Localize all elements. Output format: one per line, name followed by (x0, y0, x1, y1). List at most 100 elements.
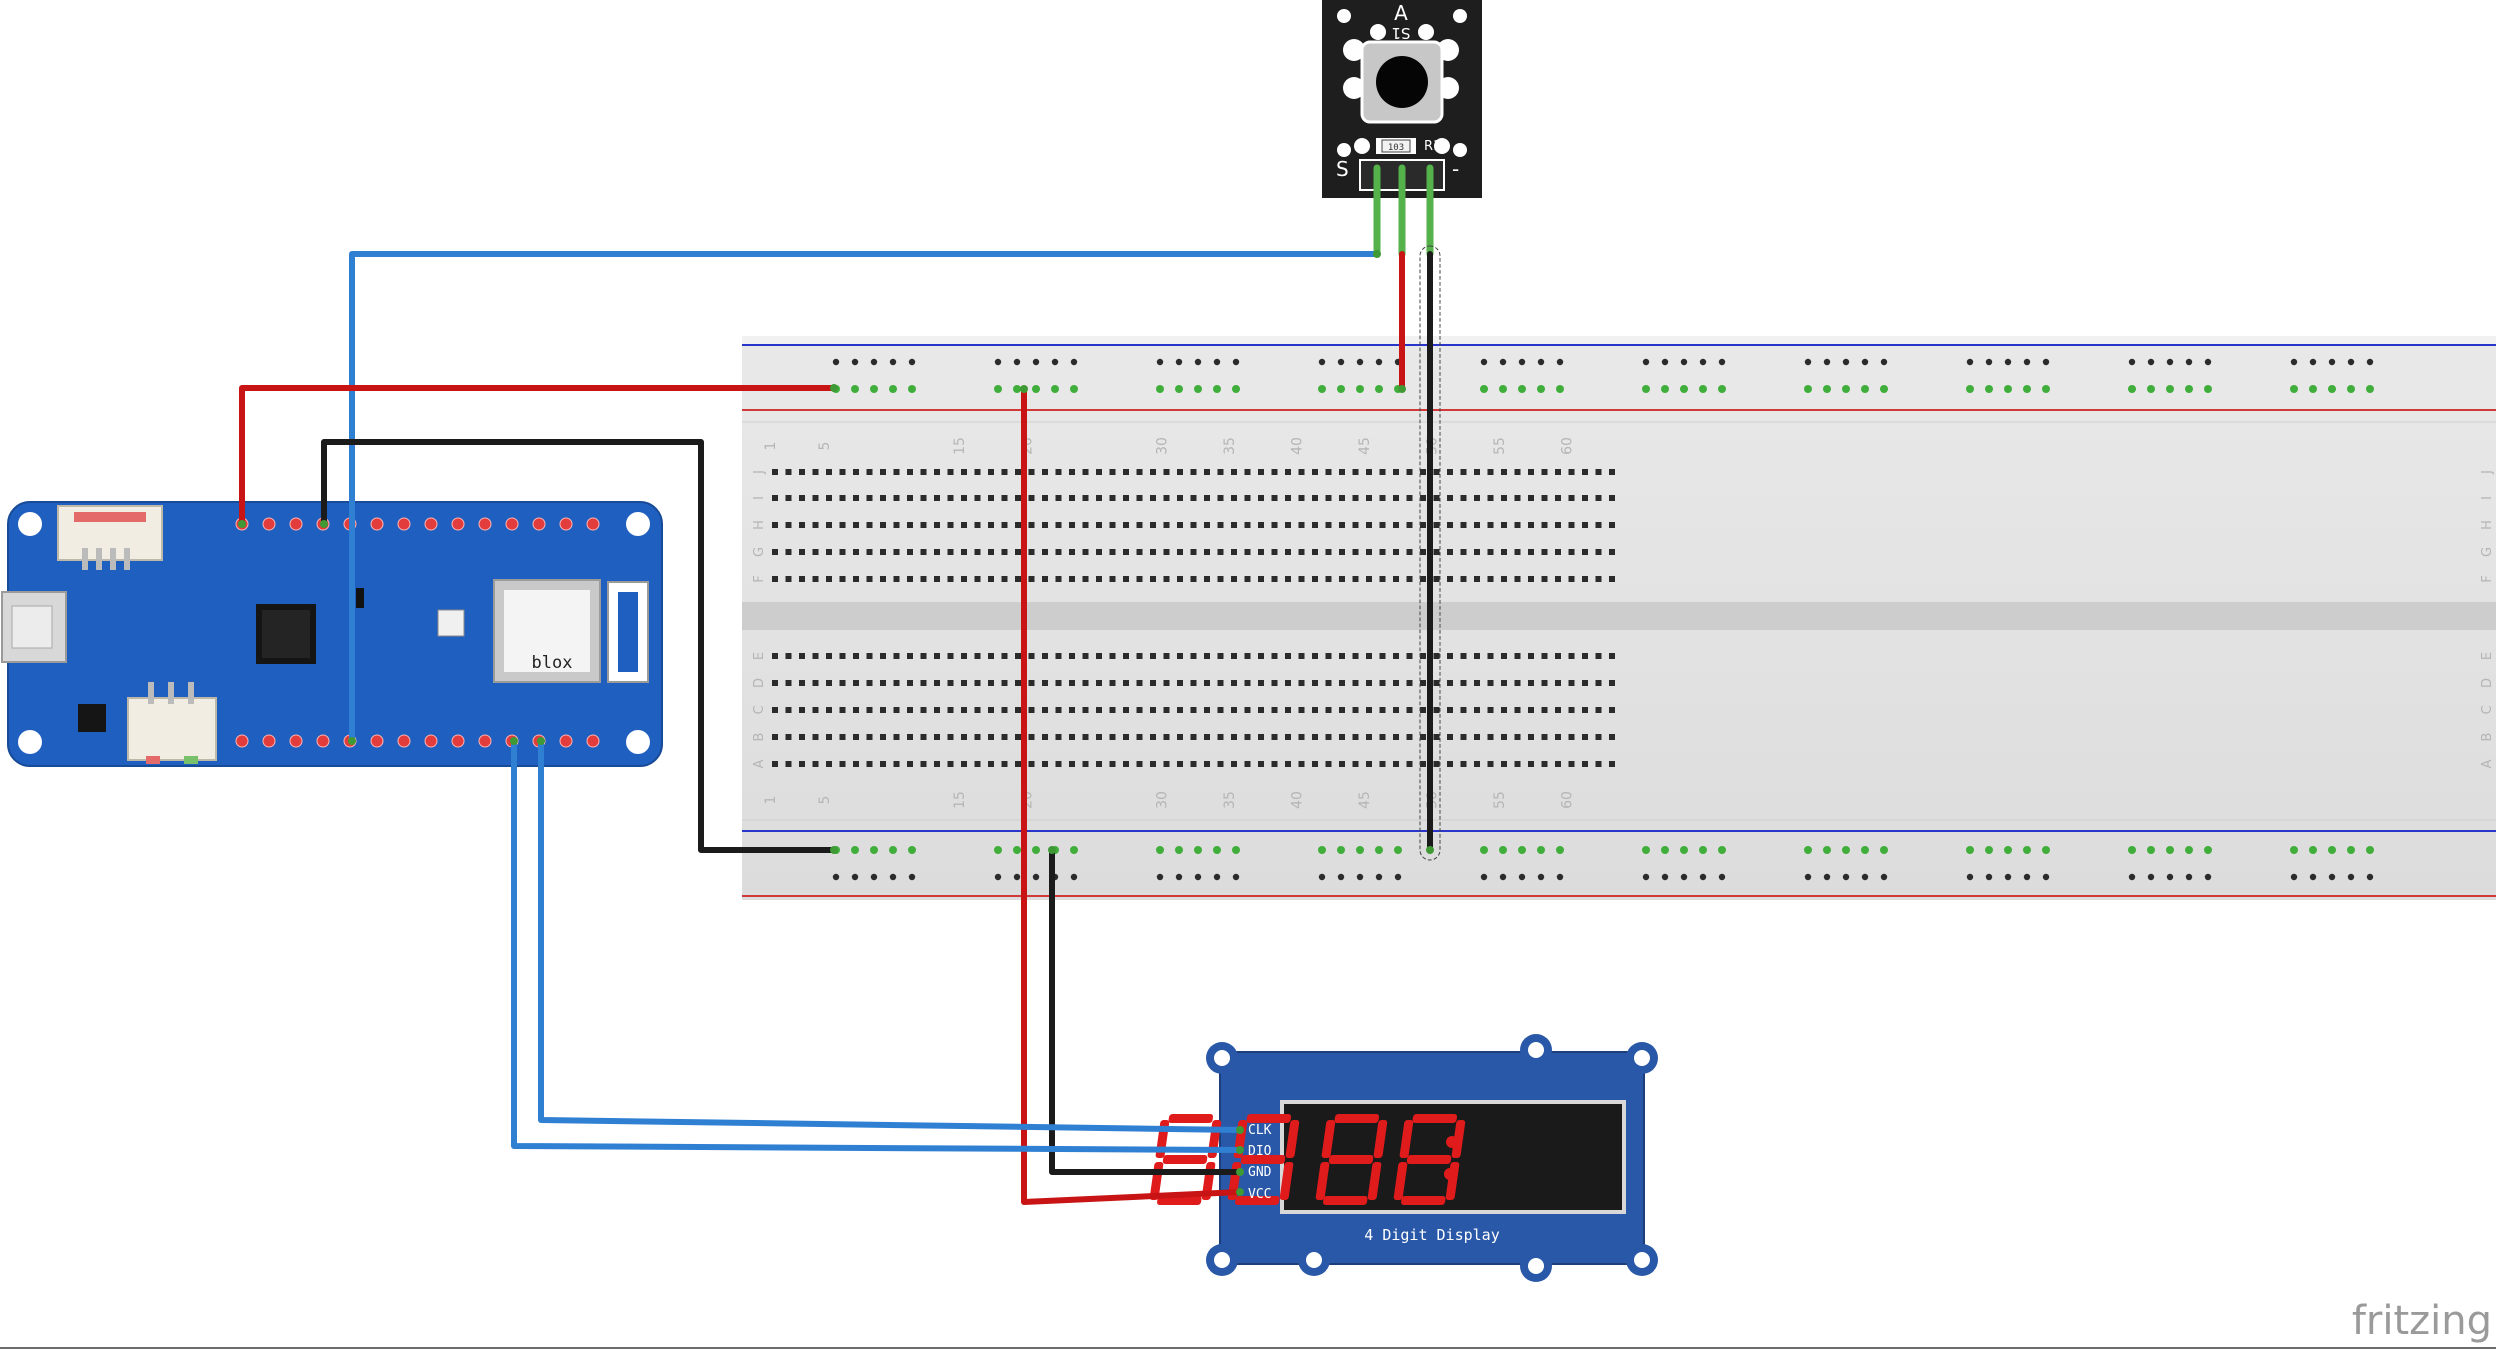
breadboard-hole (1177, 469, 1183, 475)
rail-hole (908, 385, 916, 393)
breadboard-hole (1123, 469, 1129, 475)
breadboard-hole (1568, 495, 1575, 501)
rail-hole (889, 846, 897, 854)
segment (1328, 1155, 1374, 1164)
breadboard-hole (1298, 680, 1305, 686)
breadboard-hole (1244, 469, 1251, 475)
breadboard-hole (920, 576, 927, 582)
breadboard-hole (1055, 495, 1062, 501)
breadboard-hole (1015, 734, 1021, 740)
breadboard-hole (1163, 761, 1170, 767)
breadboard-hole (1379, 761, 1386, 767)
breadboard-hole (1366, 469, 1372, 475)
rail-hole (2166, 358, 2174, 366)
rail-hole (1661, 358, 1669, 366)
mount-hole (18, 512, 42, 536)
breadboard-hole (1042, 549, 1048, 555)
rail-hole (1699, 873, 1707, 881)
breadboard-hole (1528, 576, 1534, 582)
rail-hole (1213, 385, 1221, 393)
ublox-module: blox (493, 579, 601, 683)
breadboard-hole (1501, 576, 1507, 582)
breadboard-hole (1271, 707, 1278, 713)
breadboard-hole (1555, 522, 1561, 528)
rail-hole (1337, 358, 1345, 366)
rail-hole (2204, 873, 2212, 881)
mount-hole (18, 730, 42, 754)
breadboard-hole (988, 734, 994, 740)
breadboard-hole (1069, 653, 1075, 659)
breadboard-hole (1541, 495, 1548, 501)
breadboard-hole (1204, 653, 1210, 659)
column-number-label: 45 (1357, 791, 1373, 809)
breadboard-hole (1379, 495, 1386, 501)
breadboard-hole (1298, 469, 1305, 475)
rail-hole (1556, 385, 1564, 393)
rail-hole (1642, 385, 1650, 393)
micro-usb-port (1, 591, 67, 663)
breadboard-hole (974, 495, 981, 501)
column-number-label: 40 (1290, 437, 1306, 455)
breadboard-hole (1312, 469, 1318, 475)
breadboard-hole (1595, 495, 1602, 501)
breadboard-hole (1055, 469, 1062, 475)
rail-hole (1861, 873, 1869, 881)
breadboard-hole (1271, 495, 1278, 501)
breadboard-hole (785, 576, 792, 582)
breadboard-hole (1595, 734, 1602, 740)
breadboard-hole (1609, 680, 1615, 686)
digit (1149, 1114, 1222, 1205)
breadboard-hole (1528, 734, 1534, 740)
rail-hole (1718, 873, 1726, 881)
rail-hole (2185, 846, 2193, 854)
breadboard-hole (893, 495, 900, 501)
breadboard-hole (1123, 707, 1129, 713)
breadboard-hole (1433, 680, 1440, 686)
segment (1235, 1196, 1280, 1205)
row-letter-label: E (2480, 652, 2495, 660)
breadboard-hole (1150, 761, 1156, 767)
rail-hole (1556, 358, 1564, 366)
breadboard-hole (947, 707, 954, 713)
segment (1315, 1162, 1330, 1200)
breadboard-hole (839, 522, 846, 528)
rail-hole (1499, 873, 1507, 881)
rail-hole (851, 385, 859, 393)
breadboard-hole (880, 522, 886, 528)
rail-hole (1013, 873, 1021, 881)
breadboard-hole (1028, 653, 1035, 659)
breadboard-hole (1406, 576, 1413, 582)
breadboard-hole (1609, 469, 1615, 475)
wire-endpoints (238, 250, 1434, 1196)
breadboard-hole (1393, 680, 1399, 686)
breadboard-hole (1514, 653, 1521, 659)
breadboard-hole (1514, 576, 1521, 582)
breadboard-hole (772, 469, 778, 475)
breadboard-hole (1541, 734, 1548, 740)
small-ic (437, 609, 465, 637)
breadboard-hole (934, 707, 940, 713)
breadboard-hole (1204, 680, 1210, 686)
breadboard-hole (1244, 680, 1251, 686)
breadboard-hole (1082, 653, 1089, 659)
breadboard-hole (1271, 522, 1278, 528)
column-number-label: 15 (952, 791, 968, 809)
breadboard-hole (920, 549, 927, 555)
rail-hole (1842, 385, 1850, 393)
rail-hole (1356, 873, 1364, 881)
rail-hole (1966, 358, 1974, 366)
breadboard-hole (1096, 680, 1102, 686)
breadboard-hole (1109, 734, 1116, 740)
breadboard-hole (839, 734, 846, 740)
header-pin (532, 517, 546, 531)
breadboard-hole (1460, 761, 1467, 767)
breadboard-hole (1258, 707, 1264, 713)
breadboard-hole (1231, 761, 1237, 767)
rail-hole (1032, 873, 1040, 881)
breadboard-hole (1555, 549, 1561, 555)
breadboard-hole (934, 761, 940, 767)
rail-hole (1356, 358, 1364, 366)
rail-hole (1804, 846, 1812, 854)
breadboard-hole (1123, 522, 1129, 528)
breadboard-hole (785, 707, 792, 713)
